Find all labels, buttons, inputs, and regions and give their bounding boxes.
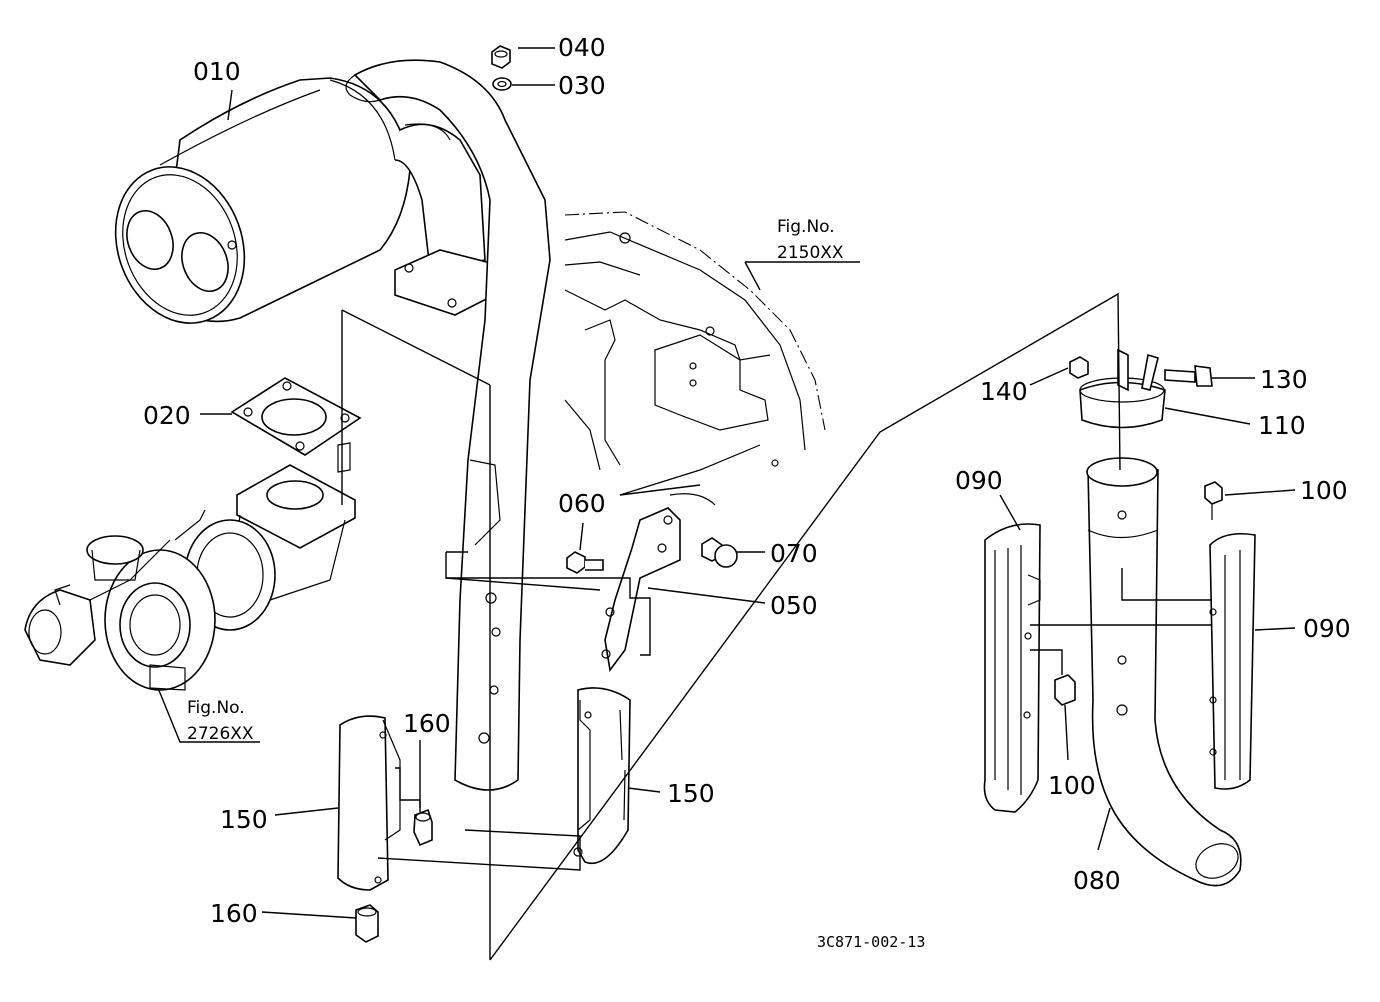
label-060: 060 (558, 489, 606, 518)
assembly-lines (341, 292, 1212, 961)
tail-pipe-left (345, 59, 551, 791)
clamp-110 (1079, 348, 1166, 429)
bolt-060 (566, 551, 604, 574)
reference-number-2150: 2150XX (777, 243, 844, 263)
heat-cover-150-right (573, 687, 631, 865)
exhaust-pipe-080 (1086, 457, 1242, 887)
muffler-010 (114, 77, 512, 324)
heat-cover-090-right (1209, 532, 1256, 790)
label-160-upper: 160 (403, 709, 451, 738)
washer-030 (492, 77, 512, 91)
label-070: 070 (770, 539, 818, 568)
label-040: 040 (558, 33, 606, 62)
heat-cover-090-left (983, 523, 1041, 813)
label-090-right: 090 (1303, 614, 1351, 643)
nut-040 (491, 45, 511, 69)
bolt-070 (701, 537, 738, 568)
label-160-lower: 160 (210, 899, 258, 928)
label-090-left: 090 (955, 466, 1003, 495)
label-080: 080 (1073, 866, 1121, 895)
heat-cover-150-left (337, 715, 401, 891)
reference-number-2726: 2726XX (187, 724, 254, 744)
label-010: 010 (193, 57, 241, 86)
engine-block-outline (564, 211, 826, 506)
leader-lines (157, 47, 1296, 919)
bolt-160-lower (355, 904, 379, 943)
nut-140 (1069, 356, 1089, 379)
gasket-020 (230, 377, 362, 473)
reference-title-2150: Fig.No. (777, 217, 835, 237)
label-050: 050 (770, 591, 818, 620)
label-100-upper: 100 (1300, 476, 1348, 505)
turbocharger (24, 464, 356, 691)
bracket-050 (601, 507, 681, 672)
drawing-code: 3C871-002-13 (817, 933, 925, 951)
label-100-lower: 100 (1048, 771, 1096, 800)
label-020: 020 (143, 401, 191, 430)
label-130: 130 (1260, 365, 1308, 394)
label-150-right: 150 (667, 779, 715, 808)
label-150-left: 150 (220, 805, 268, 834)
reference-title-2726: Fig.No. (187, 698, 245, 718)
bolt-160-upper (413, 808, 433, 847)
label-110: 110 (1258, 411, 1306, 440)
label-030: 030 (558, 71, 606, 100)
label-140: 140 (980, 377, 1028, 406)
bolt-100-upper (1204, 481, 1223, 520)
bolt-100-lower (1054, 674, 1076, 706)
bolt-130 (1164, 365, 1213, 387)
